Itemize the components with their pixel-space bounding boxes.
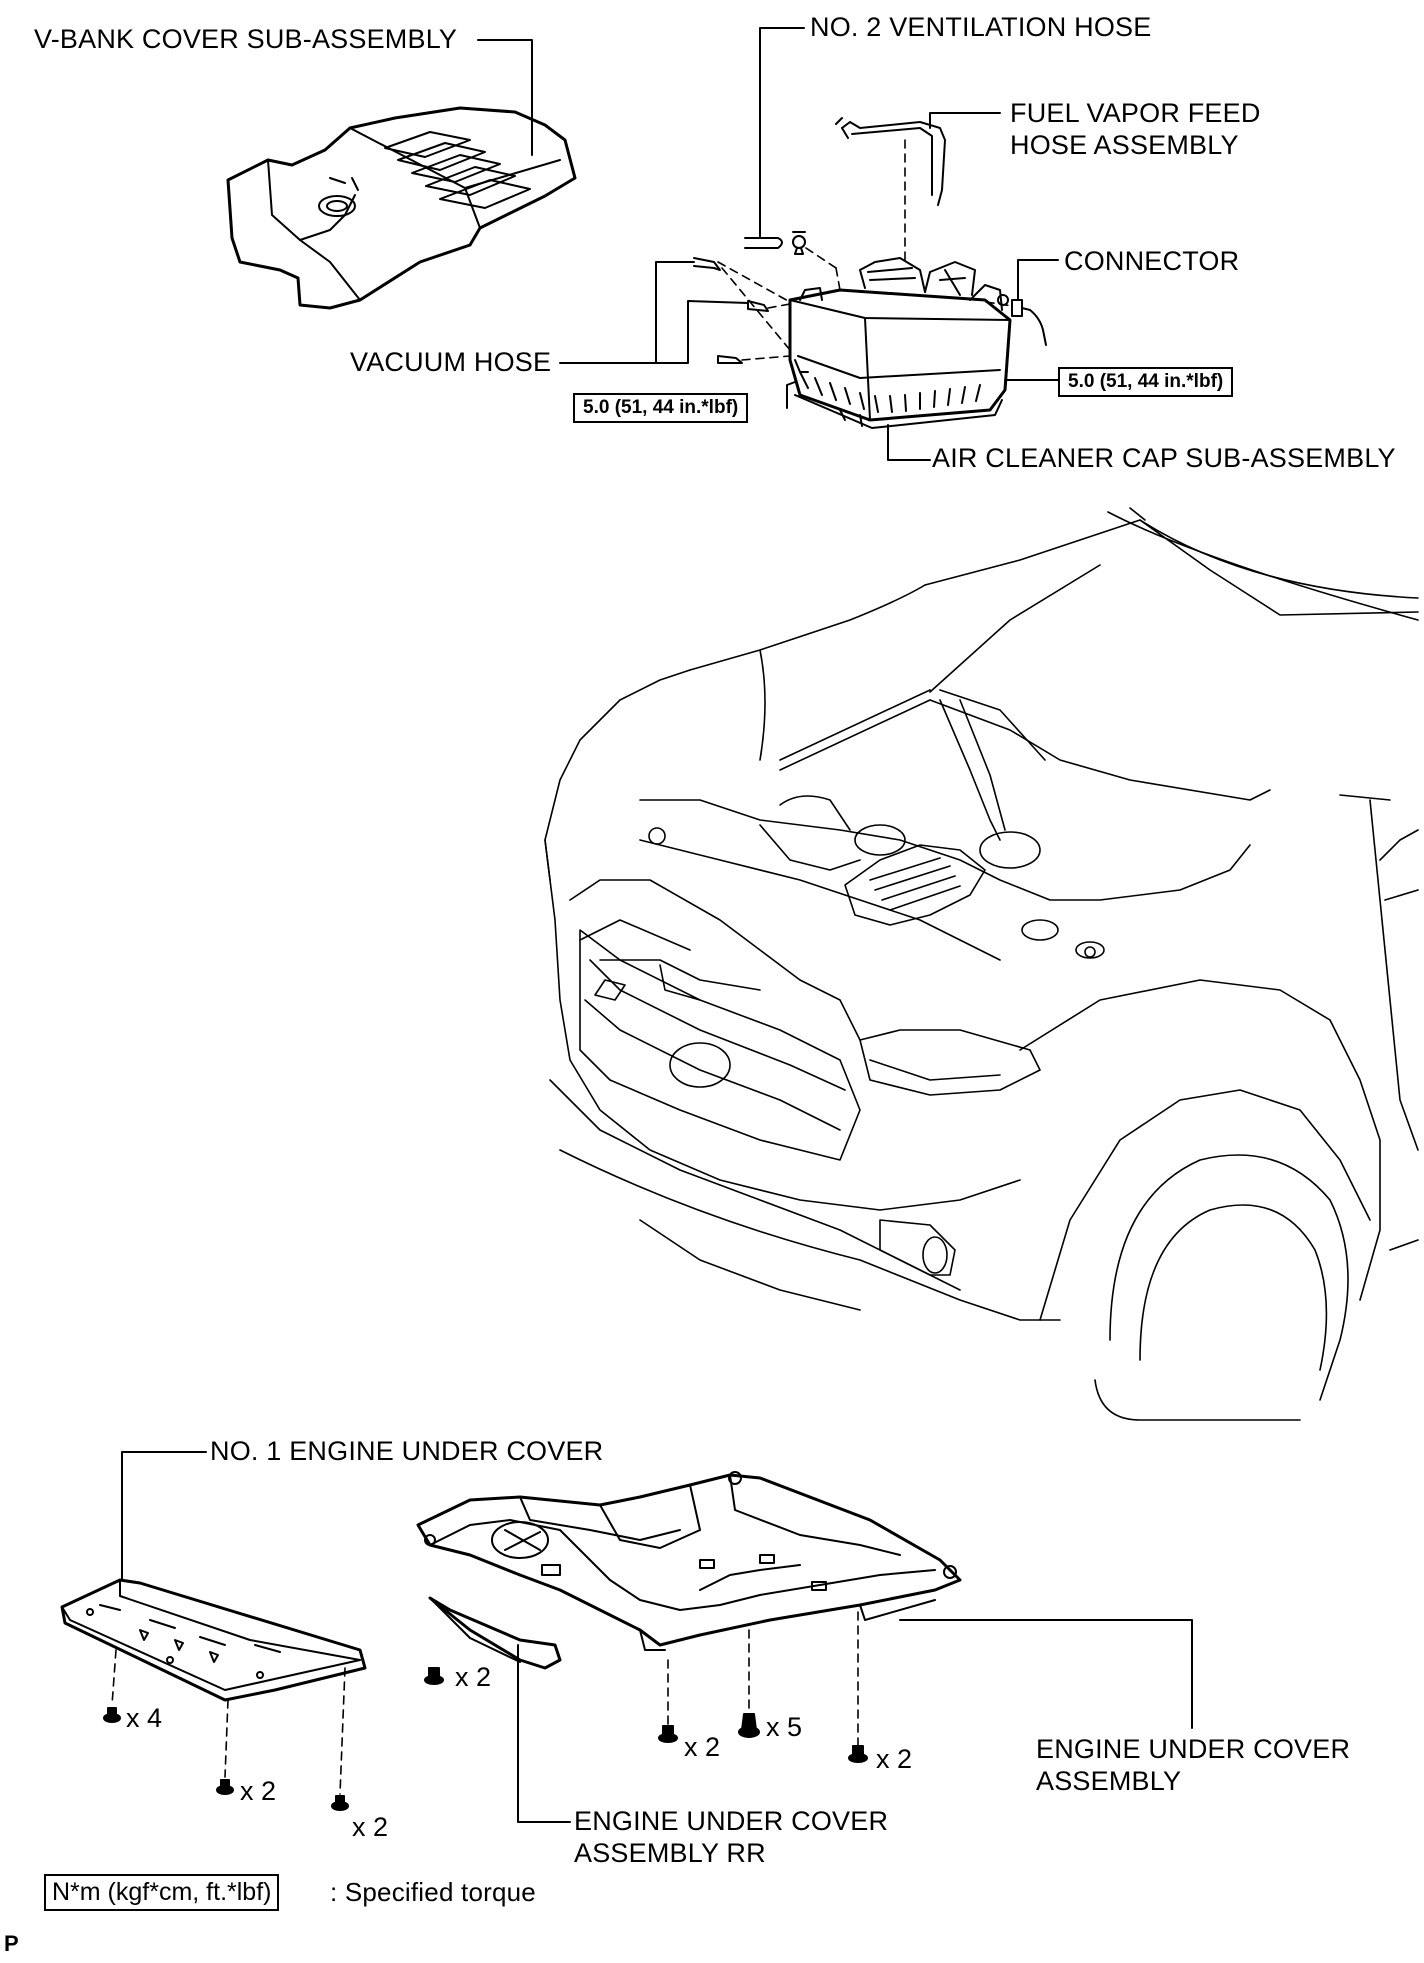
torque-box-left: 5.0 (51, 44 in.*lbf) [573,393,749,423]
legend-unit-box: N*m (kgf*cm, ft.*lbf) [44,1874,280,1911]
count-x2: x 2 [352,1812,389,1842]
bolt-icon [424,1667,444,1685]
count-x5: x 5 [766,1712,803,1742]
count-x2: x 2 [240,1776,277,1806]
no1-engine-under-cover-drawing [60,1578,367,1702]
bolt-icon [331,1795,349,1811]
label-vacuum-hose: VACUUM HOSE [350,347,552,377]
label-v-bank-cover: V-BANK COVER SUB-ASSEMBLY [34,24,458,54]
clip-icon [738,1713,760,1738]
engine-under-cover-rr-drawing [428,1596,562,1670]
label-engine-under-cover-assembly: ENGINE UNDER COVER [1036,1734,1351,1764]
bolt-icon [216,1779,234,1795]
corner-mark: P [4,1931,19,1956]
count-x2: x 2 [455,1662,492,1692]
label-hose-assembly: HOSE ASSEMBLY [1010,130,1239,160]
count-x2: x 2 [876,1744,913,1774]
bolt-icon [658,1725,678,1743]
vehicle-front-drawing [544,507,1419,1421]
v-bank-cover-drawing [226,106,577,310]
fastener-leaders [111,1611,859,1795]
bolt-icon [103,1707,121,1723]
callout-leaders [121,27,1193,1823]
fasteners [103,1667,868,1811]
label-no2-ventilation-hose: NO. 2 VENTILATION HOSE [810,12,1152,42]
torque-box-right: 5.0 (51, 44 in.*lbf) [1058,367,1234,397]
label-fuel-vapor-feed: FUEL VAPOR FEED [1010,98,1261,128]
count-x4: x 4 [126,1703,163,1733]
legend-description: : Specified torque [330,1877,536,1907]
engine-under-cover-drawing [416,1471,962,1651]
count-x2: x 2 [684,1732,721,1762]
label-engine-under-cover-rr-2: ASSEMBLY RR [574,1838,766,1868]
label-engine-under-cover-rr: ENGINE UNDER COVER [574,1806,889,1836]
bolt-icon [848,1745,868,1763]
label-connector: CONNECTOR [1064,246,1240,276]
label-no1-engine-under-cover: NO. 1 ENGINE UNDER COVER [210,1436,604,1466]
label-engine-under-cover-assembly-2: ASSEMBLY [1036,1766,1182,1796]
label-air-cleaner-cap: AIR CLEANER CAP SUB-ASSEMBLY [932,443,1396,473]
air-cleaner-drawing [693,117,1047,429]
